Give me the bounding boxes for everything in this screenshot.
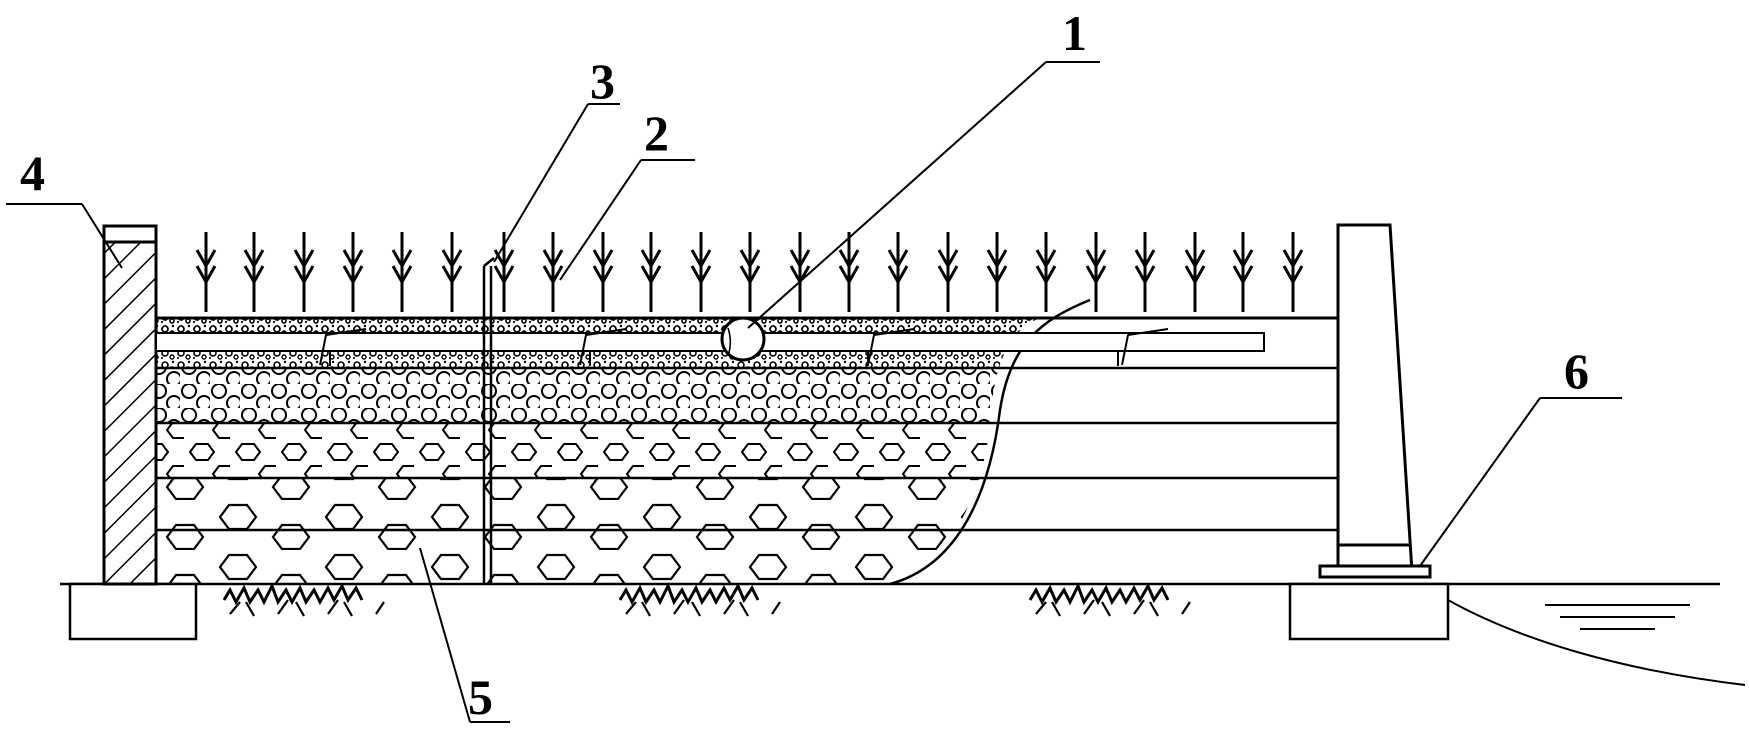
medium-gravel-layer [156,368,1040,423]
right-base-plate [1318,564,1432,579]
callout-6: 6 [1564,343,1589,399]
monitoring-pole [482,257,495,584]
callout-5: 5 [468,669,493,725]
left-retaining-wall [102,240,158,586]
drain-pipe [720,316,766,362]
callout-1: 1 [1062,5,1087,61]
leader-lines [6,61,1622,723]
inlet-hooks [319,328,1169,366]
water-body [1447,599,1746,686]
callout-4: 4 [20,145,45,201]
right-retaining-wall [1336,223,1414,574]
fill-boundary-curve [889,298,1091,586]
callout-3: 3 [590,53,615,109]
left-wall-cap [102,224,158,244]
mixed-gravel-layer [156,423,1040,478]
natural-ground-hatching [222,584,1192,618]
callout-2: 2 [644,105,669,161]
left-wall-footing [68,582,198,641]
soil-layers [156,318,1040,584]
right-wall-footing [1288,582,1450,641]
top-gravel-band [156,320,1040,333]
vegetation-row [195,230,1304,314]
